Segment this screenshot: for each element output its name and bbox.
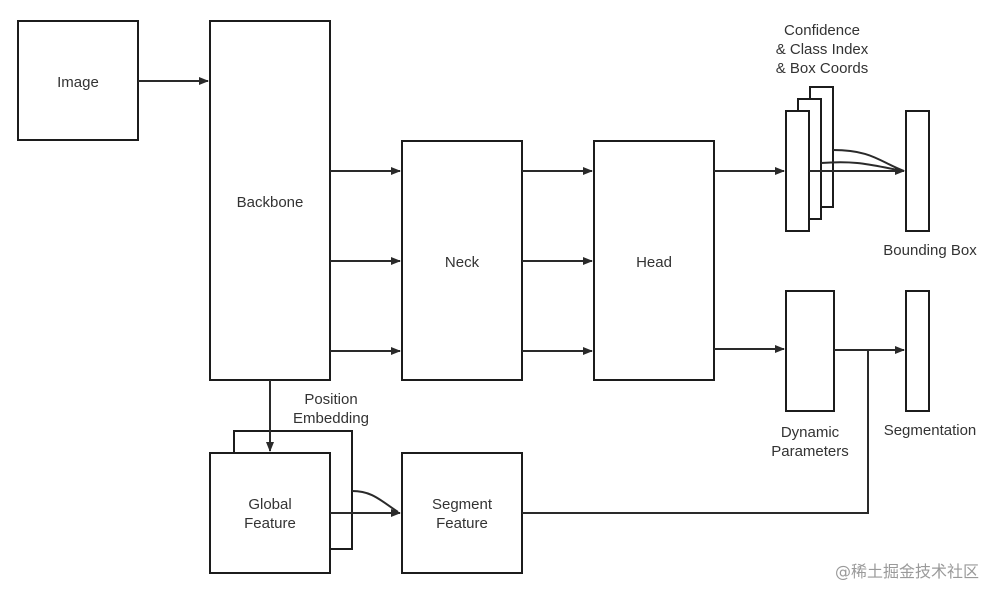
segment-feature-label-line1: Segment [432,496,493,513]
segmentation-label: Segmentation [884,422,977,439]
segmentation-tensor [905,290,930,412]
head-label: Head [636,254,672,271]
position-embedding-label-line2: Embedding [293,410,369,427]
global-feature-box [209,452,331,574]
bounding-box-tensor [905,110,930,232]
global-feature-label-line1: Global [248,496,291,513]
dynamic-parameters-label-line2: Parameters [771,443,849,460]
curve-class-index-to-bbox [820,161,905,172]
watermark: @稀土掘金技术社区 [835,562,979,581]
position-embedding-label-line1: Position [304,391,357,408]
line-segment-feature-to-segmentation [522,350,869,514]
confidence-label-line2: & Class Index [776,41,869,58]
dynamic-parameters-label-line1: Dynamic [781,424,840,441]
neck-label: Neck [445,254,480,271]
dynamic-parameters-box [785,290,835,412]
confidence-label-line3: & Box Coords [776,60,869,77]
segment-feature-box [401,452,523,574]
confidence-tensor [785,110,810,232]
backbone-box [209,20,331,381]
neck-box [401,140,523,381]
curve-global-back-to-segment-feature [351,490,399,513]
head-box [593,140,715,381]
bounding-box-label: Bounding Box [883,242,977,259]
image-box [17,20,139,141]
image-label: Image [57,74,99,91]
global-feature-label-line2: Feature [244,515,296,532]
segment-feature-label-line2: Feature [436,515,488,532]
confidence-label-line1: Confidence [784,22,860,39]
curve-box-coords-to-bbox [832,149,905,172]
backbone-label: Backbone [237,194,304,211]
